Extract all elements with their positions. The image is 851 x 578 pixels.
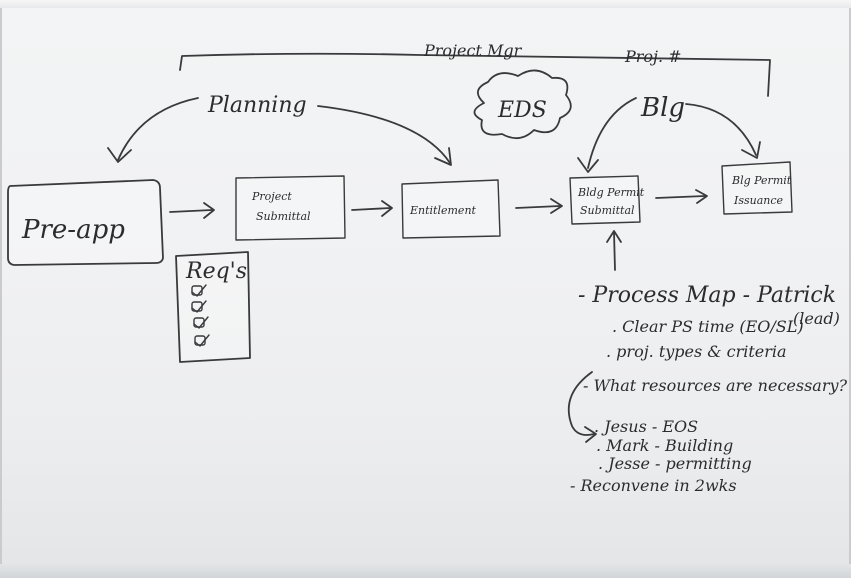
proj-number-label: Proj. # (624, 47, 682, 66)
reqs-checkmark-4 (194, 334, 210, 347)
notes-item-1: . Clear PS time (EO/SL) (612, 317, 804, 336)
project-mgr-label: Project Mgr (423, 41, 523, 60)
bldg-permit-submittal-box (569, 175, 641, 225)
reqs-checklist-box (175, 251, 251, 363)
notes-lead: (lead) (793, 309, 840, 328)
eds-cloud (473, 69, 572, 140)
reqs-checkmark-3 (193, 316, 209, 329)
notes-item-7: - Reconvene in 2wks (570, 476, 737, 495)
arrow-preapp-to-project (169, 202, 215, 219)
resources-bracket-arrow (567, 371, 597, 443)
blg-arrow-left (577, 97, 637, 173)
planning-arrow-left (107, 97, 199, 163)
eds-label: EDS (497, 98, 547, 123)
planning-arrow-right (317, 105, 452, 166)
reqs-checkmark-1 (191, 284, 207, 297)
project-submittal-label-1: Project (251, 190, 292, 203)
notes-item-2: . proj. types & criteria (606, 342, 787, 361)
blg-arrow-right (685, 103, 761, 159)
notes-item-6: . Jesse - permitting (598, 454, 752, 473)
project-submittal-box (235, 175, 346, 241)
blg-permit-issuance-label-2: Issuance (733, 194, 784, 207)
arrow-project-to-entitlement (351, 200, 393, 217)
pre-app-box (7, 179, 164, 266)
pre-app-label: Pre-app (21, 215, 125, 245)
notes-heading: - Process Map - Patrick (578, 283, 836, 308)
entitlement-label: Entitlement (409, 204, 477, 217)
process-map-up-arrow (606, 230, 622, 271)
reqs-title: Req's (185, 259, 247, 284)
project-submittal-label-2: Submittal (256, 210, 311, 223)
arrow-bldg-to-issuance (655, 189, 708, 204)
notes-item-4: . Jesus - EOS (594, 417, 698, 436)
notes-item-5: . Mark - Building (596, 436, 733, 455)
bldg-permit-submittal-label-1: Bldg Permit (577, 186, 645, 199)
planning-label: Planning (207, 93, 307, 118)
blg-label: Blg (640, 93, 685, 123)
notes-item-3: - What resources are necessary? (583, 376, 848, 395)
bldg-permit-submittal-label-2: Submittal (580, 204, 635, 217)
blg-permit-issuance-box (721, 161, 793, 215)
entitlement-box (401, 179, 501, 239)
project-mgr-bracket (179, 52, 771, 97)
arrow-entitlement-to-bldg (515, 198, 563, 214)
blg-permit-issuance-label-1: Blg Permit (731, 174, 792, 187)
reqs-checkmark-2 (191, 300, 207, 313)
